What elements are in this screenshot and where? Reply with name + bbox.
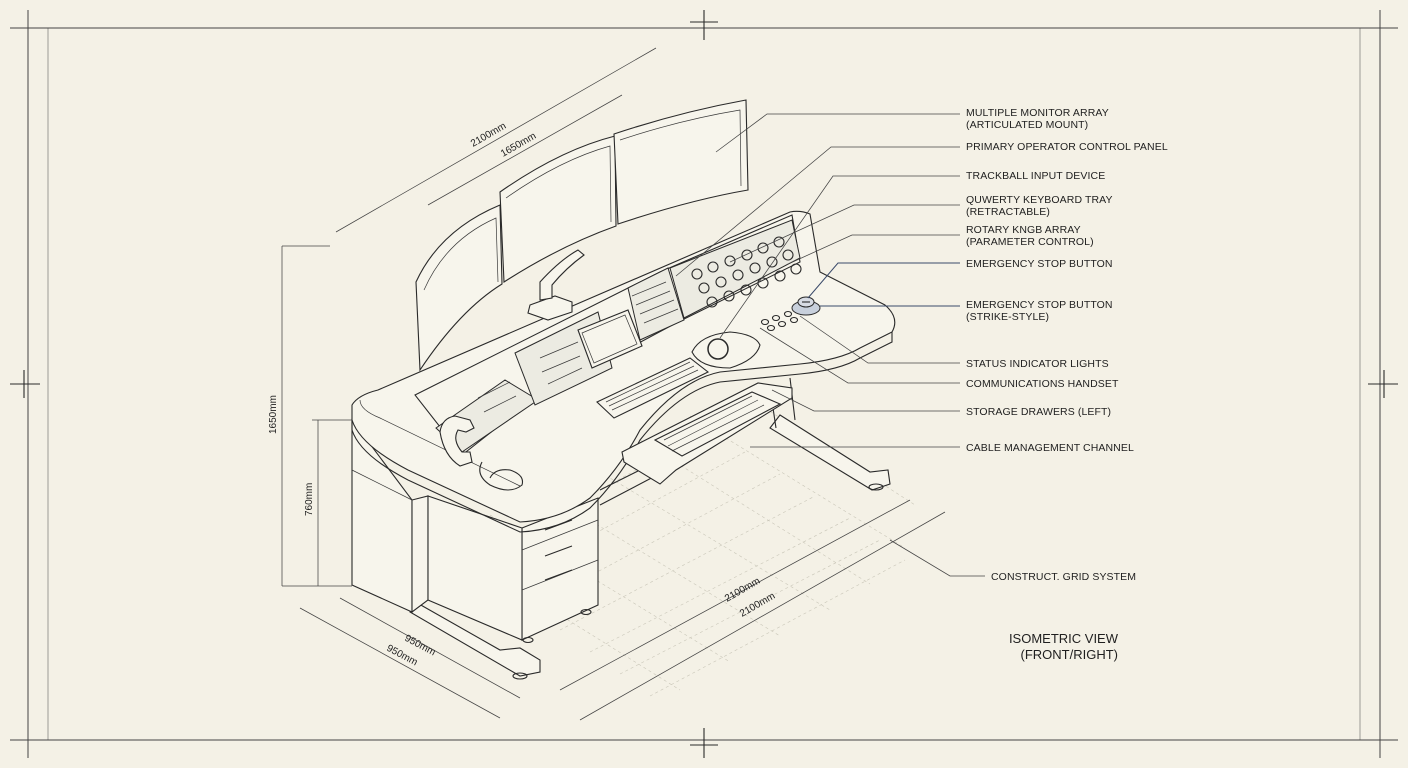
monitor-mount xyxy=(527,249,585,321)
keypad-buttons xyxy=(477,281,679,413)
callout-trackball: TRACKBALL INPUT DEVICE xyxy=(966,170,1105,182)
callout-labels: MULTIPLE MONITOR ARRAY(ARTICULATED MOUNT… xyxy=(966,107,1168,583)
callout-rotary-knobs: ROTARY KNGB ARRAY(PARAMETER CONTROL) xyxy=(966,224,1094,248)
rotary-knob-array xyxy=(691,236,802,308)
registration-marks xyxy=(10,10,1398,758)
keyboard-tray xyxy=(621,382,793,485)
desk-base xyxy=(409,377,891,680)
view-label: ISOMETRIC VIEW(FRONT/RIGHT) xyxy=(1009,631,1119,662)
desk-top xyxy=(351,210,896,533)
dim-top-outer: 2100mm xyxy=(469,121,508,150)
callout-cable-channel: CABLE MANAGEMENT CHANNEL xyxy=(966,442,1134,454)
callout-monitor-array: MULTIPLE MONITOR ARRAY(ARTICULATED MOUNT… xyxy=(966,107,1109,131)
crosshair-bottom xyxy=(690,728,718,758)
callout-status-lights: STATUS INDICATOR LIGHTS xyxy=(966,358,1109,370)
crosshair-top xyxy=(690,10,718,40)
status-lights xyxy=(760,310,799,332)
communications-handset xyxy=(439,415,524,491)
storage-drawers xyxy=(427,495,599,644)
callout-grid-system: CONSTRUCT. GRID SYSTEM xyxy=(991,571,1136,583)
console-keyboard xyxy=(596,357,710,419)
callout-storage-drawers: STORAGE DRAWERS (LEFT) xyxy=(966,406,1111,418)
construction-grid xyxy=(439,391,916,697)
monitor-array xyxy=(415,99,749,372)
dim-desk-height: 760mm xyxy=(304,483,315,516)
crosshair-right xyxy=(1368,370,1398,398)
callout-control-panel: PRIMARY OPERATOR CONTROL PANEL xyxy=(966,141,1168,153)
callout-keyboard-tray: QUWERTY KEYBOARD TRAY(RETRACTABLE) xyxy=(966,194,1113,218)
callout-handset: COMMUNICATIONS HANDSET xyxy=(966,378,1119,390)
display-screen xyxy=(577,309,643,369)
dimension-lines xyxy=(281,47,946,721)
leader-lines xyxy=(675,113,985,577)
crosshair-left xyxy=(10,370,40,398)
dim-overall-height: 1650mm xyxy=(268,395,279,434)
callout-emergency-stop-strike: EMERGENCY STOP BUTTON(STRIKE-STYLE) xyxy=(966,299,1113,323)
emergency-stop-button xyxy=(791,296,821,316)
trackball xyxy=(691,331,761,369)
callout-emergency-stop: EMERGENCY STOP BUTTON xyxy=(966,258,1113,270)
